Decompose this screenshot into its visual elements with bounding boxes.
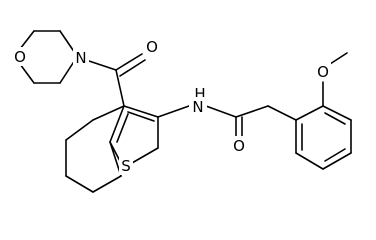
bonds bbox=[19, 30, 352, 193]
bond bbox=[59, 59, 76, 84]
bond bbox=[119, 59, 146, 77]
bond bbox=[19, 30, 35, 50]
svg-text:N: N bbox=[192, 98, 203, 116]
bond bbox=[109, 105, 125, 143]
bond bbox=[235, 105, 269, 118]
bond bbox=[322, 152, 352, 170]
bond bbox=[115, 69, 125, 107]
bond bbox=[65, 175, 94, 193]
bond bbox=[322, 105, 352, 121]
bond bbox=[65, 119, 94, 141]
bond bbox=[92, 175, 122, 193]
svg-text:O: O bbox=[233, 137, 245, 155]
svg-text:O: O bbox=[14, 48, 26, 66]
bond bbox=[59, 30, 76, 54]
bond bbox=[205, 105, 237, 118]
bond bbox=[115, 53, 143, 71]
atom-carbonyl-oxygen-morpholine: O bbox=[144, 37, 160, 56]
atom-methoxy-oxygen: O bbox=[315, 62, 331, 81]
bond bbox=[92, 105, 125, 121]
bond bbox=[127, 111, 155, 122]
atom-thiophene-sulfur: S bbox=[119, 156, 133, 175]
bond bbox=[329, 52, 348, 65]
atom-amide-oxygen: O bbox=[231, 136, 247, 155]
svg-text:S: S bbox=[121, 157, 131, 175]
bond bbox=[267, 105, 297, 121]
bond bbox=[19, 63, 35, 84]
bond bbox=[295, 105, 324, 121]
atom-morpholine-oxygen: O bbox=[12, 47, 28, 66]
bond bbox=[324, 112, 346, 125]
bond bbox=[295, 152, 324, 170]
bond bbox=[123, 105, 159, 118]
atom-labels: O N O H N O O S bbox=[12, 37, 331, 175]
bond bbox=[85, 59, 117, 71]
molecule-structure-drawing: O N O H N O O S bbox=[12, 30, 352, 193]
bond bbox=[324, 148, 346, 162]
atom-amide-nitrogen: N bbox=[189, 97, 207, 116]
bond bbox=[131, 147, 159, 164]
bond bbox=[157, 105, 190, 118]
svg-text:O: O bbox=[317, 63, 329, 81]
svg-text:H: H bbox=[194, 85, 205, 103]
svg-text:N: N bbox=[75, 49, 86, 67]
atom-morpholine-nitrogen: N bbox=[73, 49, 89, 68]
svg-text:O: O bbox=[146, 38, 158, 56]
bond bbox=[116, 113, 129, 143]
